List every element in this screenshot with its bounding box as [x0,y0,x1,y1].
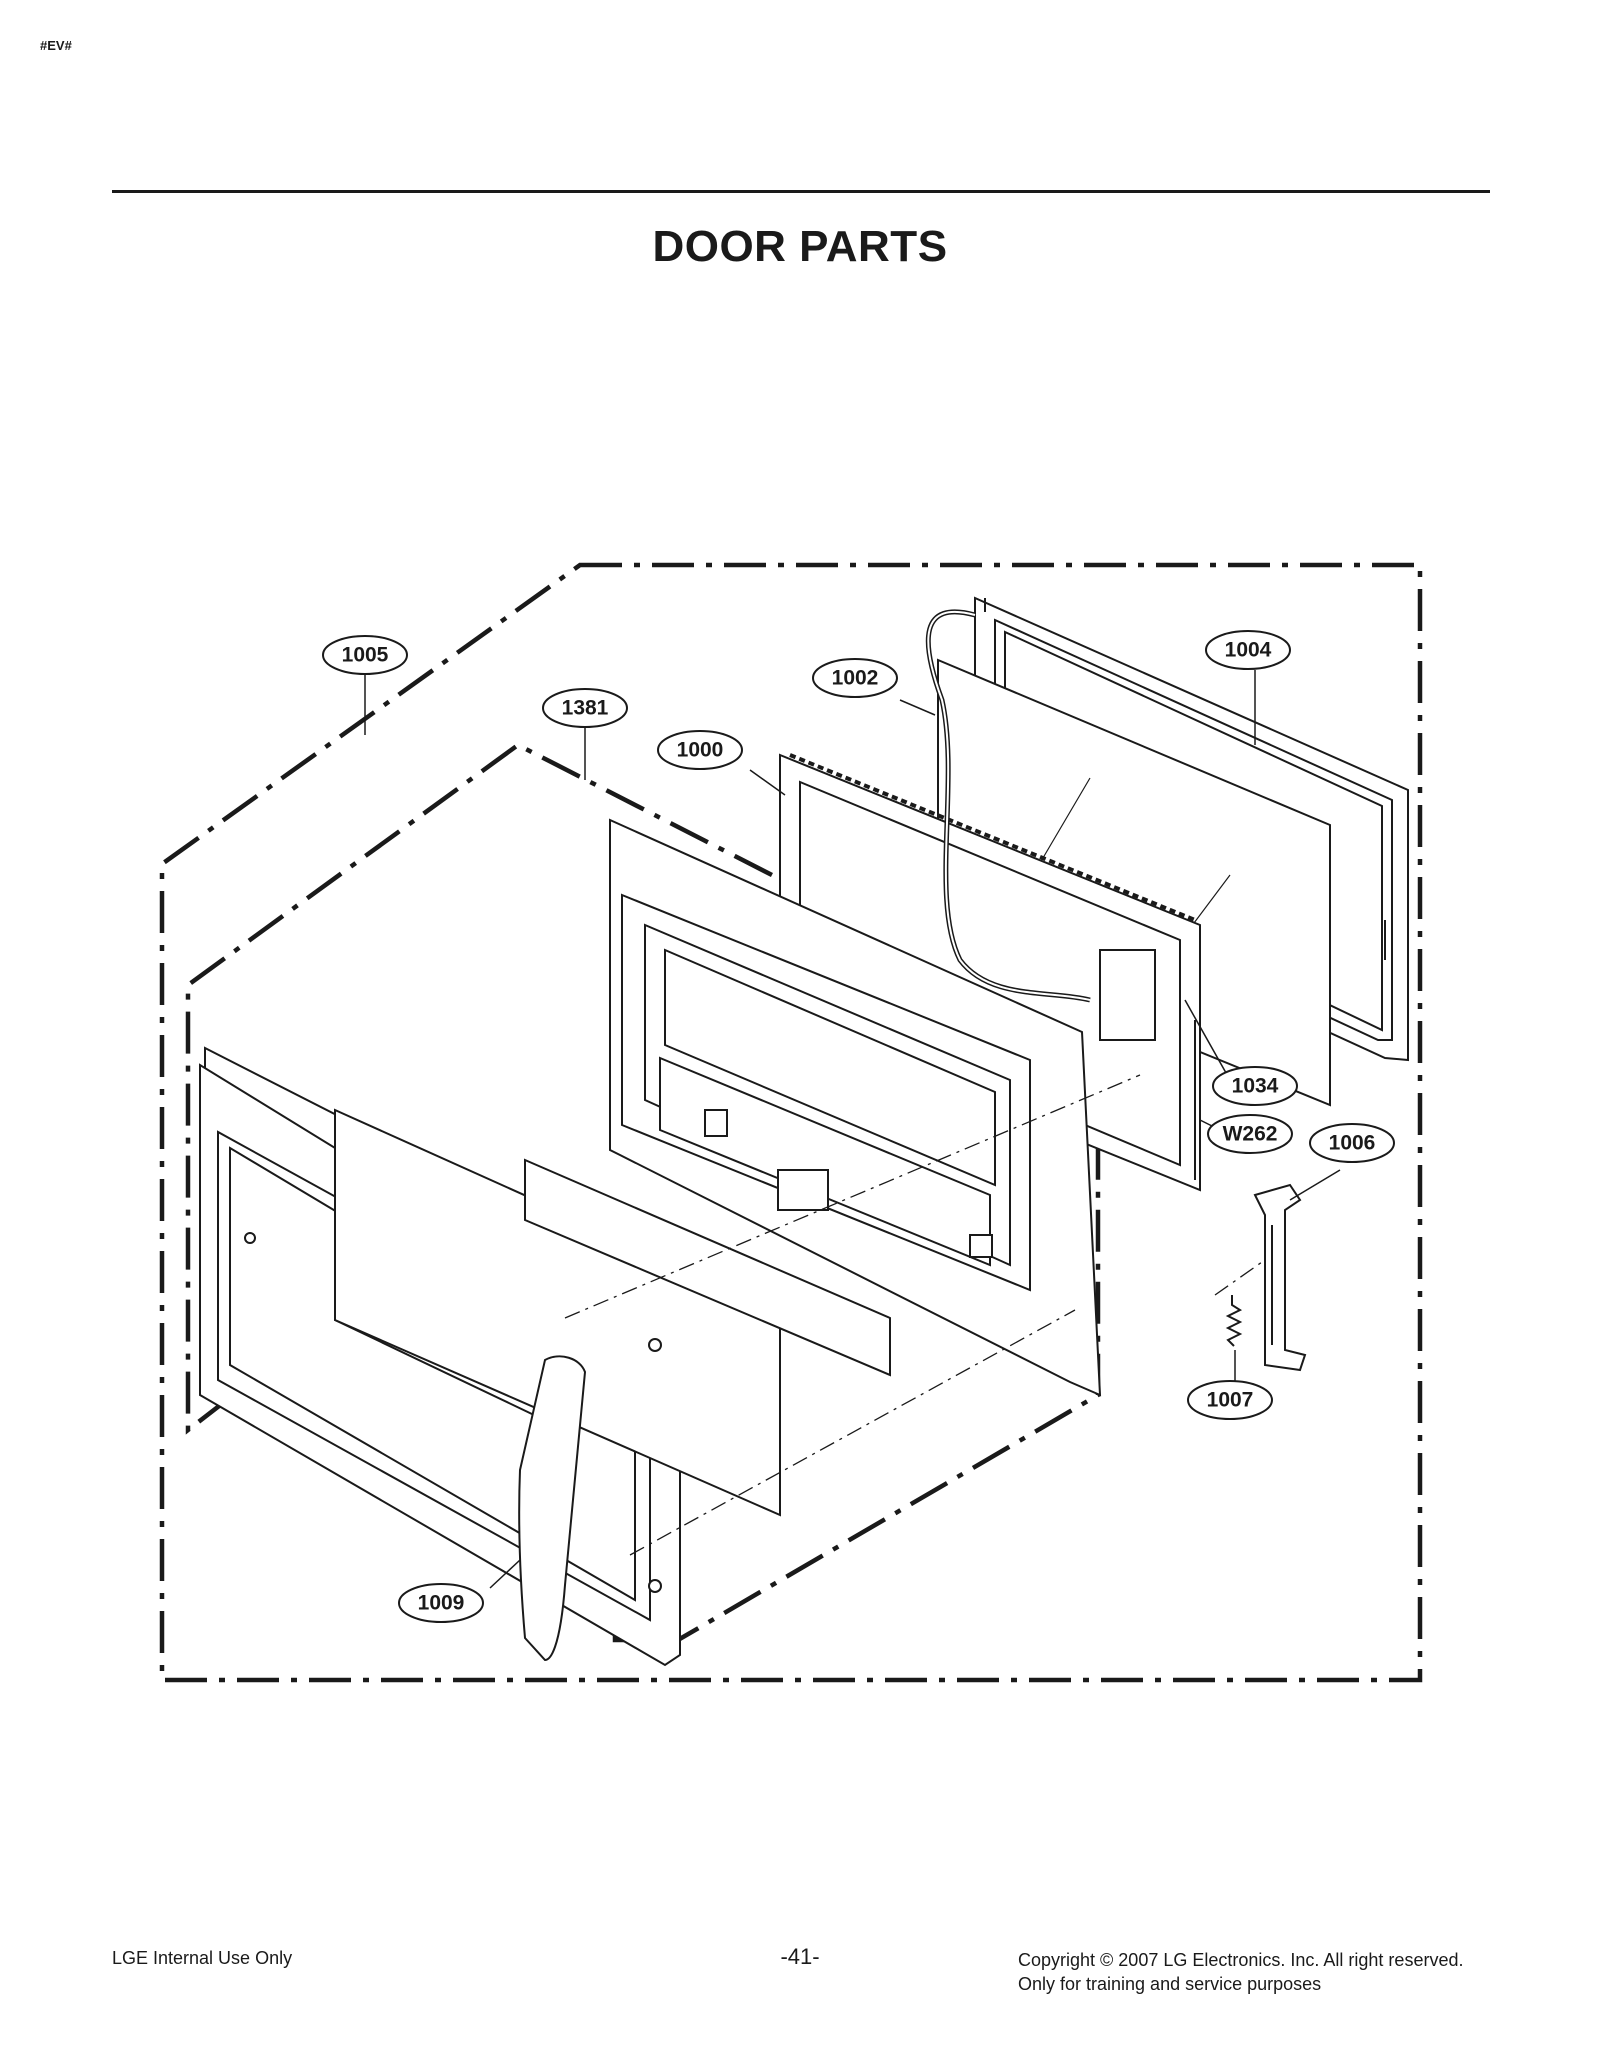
document-tag: #EV# [40,38,72,53]
alignment-lines [564,1074,1263,1556]
svg-text:1005: 1005 [342,644,389,667]
svg-text:1000: 1000 [677,739,724,762]
door-choke-panel [609,818,1102,1397]
callout-W262: W262 [1207,1114,1293,1154]
copyright-line: Copyright © 2007 LG Electronics. Inc. Al… [1018,1950,1464,1970]
callout-1004: 1004 [1205,630,1291,670]
footer-copyright: Copyright © 2007 LG Electronics. Inc. Al… [1018,1948,1463,1996]
door-latch [1253,1183,1307,1372]
svg-text:1006: 1006 [1329,1132,1376,1155]
page-title: DOOR PARTS [652,222,948,271]
callout-1006: 1006 [1309,1123,1395,1163]
callout-1034: 1034 [1212,1066,1298,1106]
callout-1009: 1009 [398,1583,484,1623]
callout-1005: 1005 [322,635,408,675]
callout-1007: 1007 [1187,1380,1273,1420]
training-note: Only for training and service purposes [1018,1974,1322,1994]
outer-assembly-boundary [159,562,1423,1683]
latch-spring [1225,1295,1243,1347]
svg-text:1381: 1381 [562,697,609,720]
callout-1002: 1002 [812,658,898,698]
svg-text:W262: W262 [1223,1123,1278,1146]
svg-text:1007: 1007 [1207,1389,1254,1412]
callout-1381: 1381 [542,688,628,728]
callout-1000: 1000 [657,730,743,770]
title-rule [112,190,1490,193]
svg-text:1034: 1034 [1232,1075,1279,1098]
footer-internal-use: LGE Internal Use Only [112,1948,293,1968]
svg-text:1009: 1009 [418,1592,465,1615]
inner-assembly-boundary [185,742,1101,1643]
page-number: -41- [780,1944,820,1969]
svg-text:1004: 1004 [1225,639,1272,662]
svg-text:1002: 1002 [832,667,879,690]
door-handle [518,1355,587,1662]
